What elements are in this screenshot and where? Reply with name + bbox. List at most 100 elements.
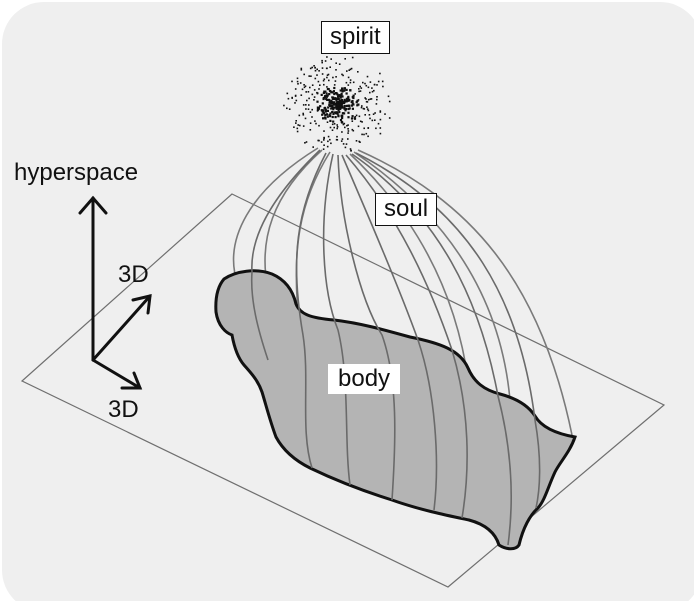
spirit-dot — [314, 69, 317, 72]
spirit-dot — [345, 88, 348, 91]
spirit-dot — [300, 69, 303, 71]
spirit-dot — [316, 100, 319, 103]
spirit-dot — [331, 104, 334, 107]
spirit-dot — [316, 68, 318, 71]
spirit-dot — [379, 127, 382, 129]
spirit-dot — [369, 98, 372, 100]
spirit-dot — [331, 129, 334, 131]
spirit-dot — [309, 111, 312, 113]
spirit-dot — [302, 104, 305, 106]
spirit-dot — [357, 125, 360, 128]
spirit-dot — [343, 112, 346, 115]
spirit-dot — [283, 104, 285, 107]
spirit-dot — [325, 92, 328, 95]
spirit-dot — [326, 56, 328, 58]
spirit-dot — [388, 117, 391, 119]
spirit-dot — [311, 93, 314, 96]
spirit-dot — [322, 117, 325, 120]
spirit-dot — [319, 105, 322, 108]
spirit-dot — [313, 99, 315, 101]
spirit-dot — [384, 113, 386, 115]
spirit-dot-cloud — [283, 56, 391, 152]
hyperspace-arrowhead — [78, 195, 108, 215]
spirit-dot — [340, 92, 343, 95]
spirit-dot — [333, 111, 336, 114]
spirit-dot — [322, 79, 325, 82]
spirit-dot — [323, 83, 325, 86]
spirit-dot — [345, 143, 348, 145]
spirit-dot — [335, 138, 338, 141]
spirit-dot — [316, 74, 318, 76]
spirit-dot — [364, 97, 366, 99]
spirit-dot — [342, 123, 345, 126]
spirit-dot — [363, 108, 366, 110]
spirit-dot — [347, 130, 350, 132]
spirit-dot — [351, 102, 354, 105]
spirit-dot — [326, 145, 329, 148]
spirit-dot — [335, 76, 337, 78]
spirit-dot — [351, 100, 354, 103]
spirit-dot — [322, 112, 326, 115]
spirit-dot — [342, 74, 344, 77]
spirit-dot — [377, 80, 380, 83]
spirit-dot — [341, 106, 344, 109]
spirit-dot — [335, 111, 339, 114]
spirit-dot — [296, 130, 299, 133]
spirit-dot — [370, 98, 373, 100]
spirit-dot — [334, 116, 337, 119]
spirit-dot — [351, 128, 354, 131]
spirit-dot — [327, 106, 330, 109]
spirit-dot — [323, 107, 326, 110]
spirit-dot — [339, 118, 343, 122]
spirit-dot — [361, 105, 363, 107]
spirit-dot — [305, 91, 307, 93]
spirit-dot — [322, 109, 325, 112]
spirit-dot — [328, 101, 331, 104]
spirit-dot — [296, 127, 299, 130]
spirit-dot — [337, 95, 340, 98]
spirit-dot — [341, 88, 344, 91]
body-label: body — [328, 364, 401, 394]
spirit-dot — [304, 85, 307, 87]
spirit-dot — [311, 66, 313, 69]
spirit-dot — [359, 120, 362, 123]
soul-strand — [295, 152, 327, 469]
spirit-dot — [355, 101, 358, 104]
spirit-dot — [329, 138, 331, 141]
diagonal-3d-arrowhead — [131, 294, 152, 315]
spirit-dot — [297, 124, 299, 126]
spirit-dot — [388, 100, 391, 103]
spirit-dot — [357, 99, 360, 101]
spirit-dot — [347, 128, 349, 130]
spirit-dot — [309, 129, 312, 131]
spirit-dot — [300, 67, 303, 70]
spirit-dot — [321, 113, 324, 116]
spirit-dot — [382, 85, 384, 88]
spirit-dot — [345, 92, 348, 95]
spirit-dot — [323, 137, 325, 140]
spirit-dot — [336, 93, 339, 96]
spirit-dot — [295, 120, 297, 122]
spirit-dot — [345, 97, 348, 100]
spirit-dot — [323, 139, 325, 141]
spirit-dot — [379, 72, 381, 75]
spirit-dot — [361, 133, 363, 136]
spirit-dot — [371, 87, 373, 89]
spirit-dot — [358, 90, 360, 93]
spirit-dot — [302, 114, 305, 116]
spirit-dot — [348, 107, 351, 110]
spirit-dot — [307, 91, 310, 93]
spirit-dot — [367, 127, 370, 129]
spirit-dot — [286, 92, 289, 95]
diagonal-3d-axis — [91, 294, 152, 362]
spirit-dot — [330, 142, 332, 145]
spirit-dot — [321, 59, 323, 62]
spirit-dot — [339, 94, 342, 97]
spirit-dot — [366, 108, 369, 110]
spirit-dot — [341, 138, 344, 140]
spirit-dot — [347, 116, 350, 119]
spirit-dot — [327, 140, 329, 143]
spirit-dot — [321, 67, 324, 69]
spirit-dot — [354, 118, 357, 120]
